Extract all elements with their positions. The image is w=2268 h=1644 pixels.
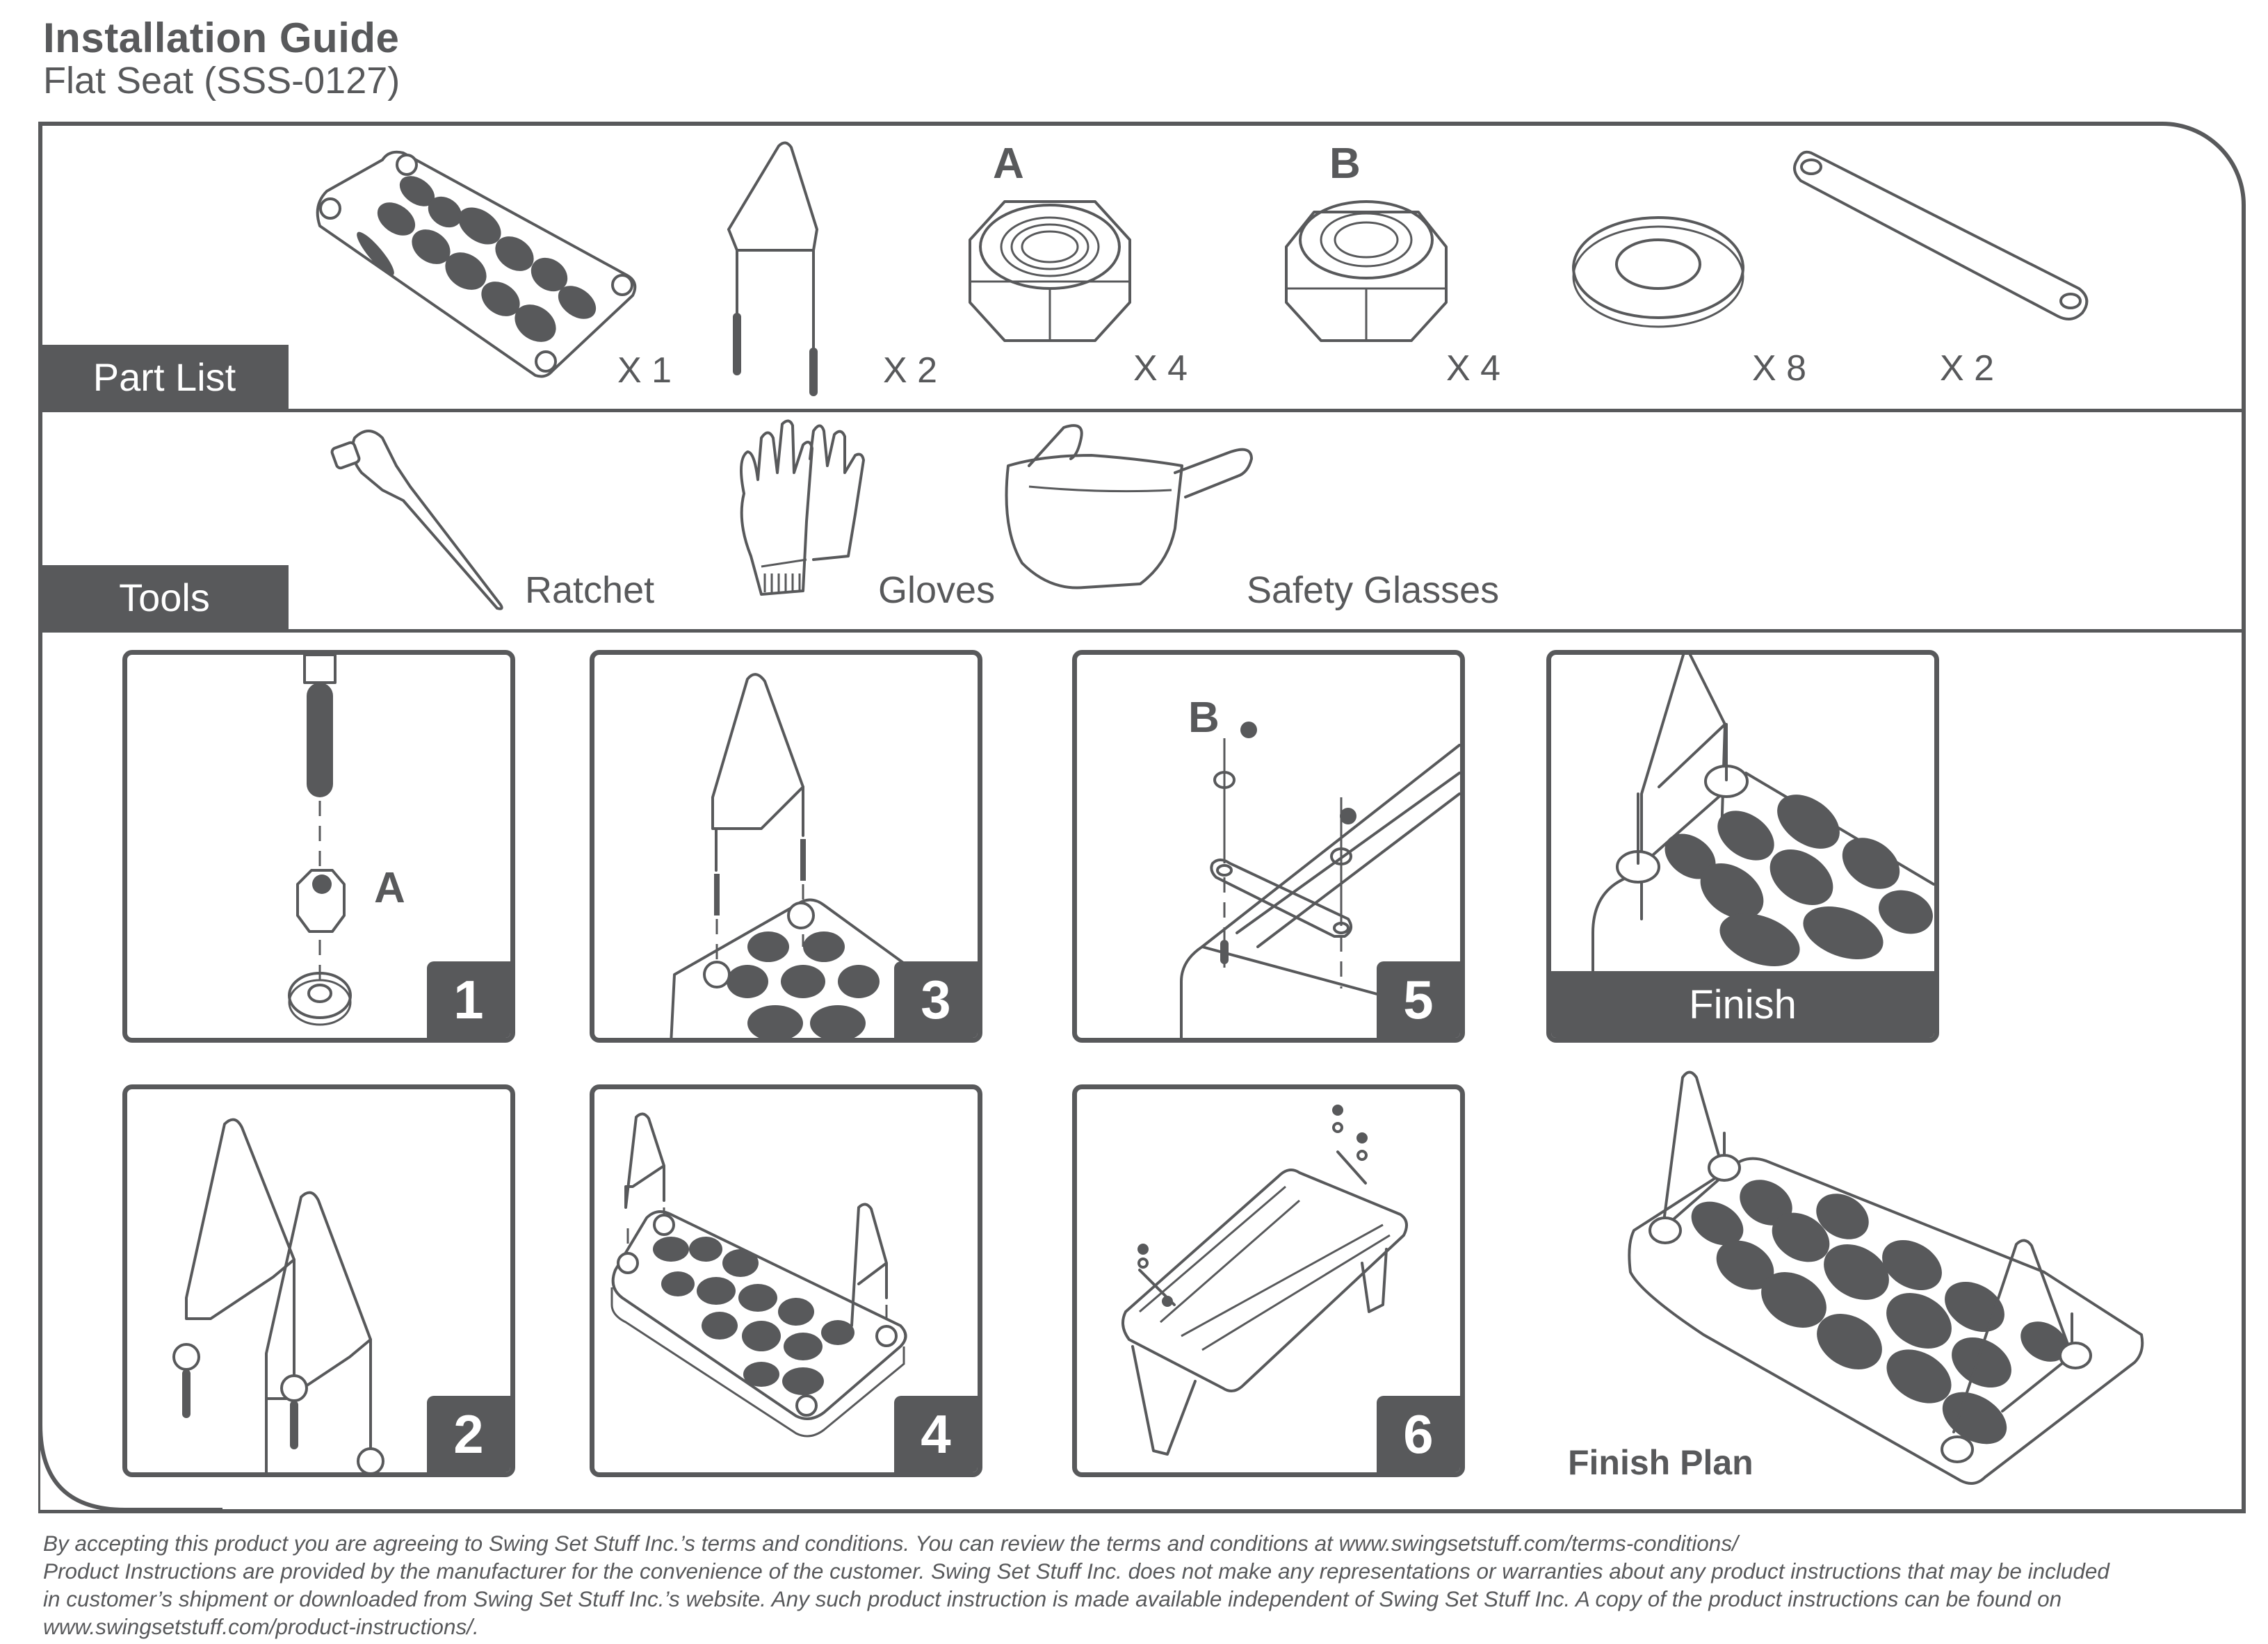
hex-nut-icon	[969, 200, 1131, 342]
step-6-number: 6	[1377, 1396, 1460, 1472]
finish-panel: Finish	[1546, 650, 1939, 1043]
nut-a-quantity: X 4	[1133, 348, 1188, 389]
nut-b-quantity: X 4	[1446, 348, 1501, 389]
strap-quantity: X 2	[1940, 348, 1995, 389]
step-1-number: 1	[427, 961, 510, 1038]
footer-line-url: www.swingsetstuff.com/product-instructio…	[43, 1614, 479, 1639]
footer-line-terms: By accepting this product you are agreei…	[43, 1531, 1738, 1556]
gloves-label: Gloves	[878, 569, 996, 611]
finish-illustration	[1591, 655, 1934, 976]
triangle-bracket-icon	[727, 141, 818, 396]
step-3-illustration	[670, 673, 978, 1038]
finish-plan-illustration	[1628, 1071, 2144, 1485]
step-3-panel: 3	[590, 650, 982, 1043]
page-subtitle: Flat Seat (SSS-0127)	[43, 60, 400, 101]
finish-plan-label: Finish Plan	[1568, 1443, 1753, 1482]
step-6-panel: 6	[1072, 1084, 1465, 1477]
step-1-panel: A 1	[122, 650, 515, 1043]
nut-a-letter: A	[993, 140, 1024, 188]
step-2-panel: 2	[122, 1084, 515, 1477]
swing-seat-icon	[316, 150, 637, 378]
step-5-number: 5	[1377, 961, 1460, 1038]
step-1-nut-letter: A	[374, 864, 405, 912]
step-3-number: 3	[894, 961, 978, 1038]
footer-disclaimer: By accepting this product you are agreei…	[43, 1529, 2240, 1641]
washer-icon	[1572, 216, 1744, 328]
footer-line-shipment: in customer’s shipment or downloaded fro…	[43, 1586, 2062, 1611]
step-4-panel: 4	[590, 1084, 982, 1477]
step-5-illustration	[1180, 722, 1460, 1038]
footer-line-instructions: Product Instructions are provided by the…	[43, 1558, 2109, 1584]
safety-glasses-icon	[1005, 424, 1253, 589]
bracket-quantity: X 2	[883, 350, 938, 391]
outer-frame	[38, 122, 2246, 1513]
safety-glasses-label: Safety Glasses	[1247, 569, 1500, 611]
part-list-label: Part List	[40, 345, 289, 409]
step-2-number: 2	[427, 1396, 510, 1472]
strap-plate-icon	[1793, 150, 2089, 320]
washer-quantity: X 8	[1752, 348, 1807, 389]
step-4-number: 4	[894, 1396, 978, 1472]
nut-b-letter: B	[1329, 140, 1361, 188]
step-5-nut-letter: B	[1188, 694, 1220, 742]
part-list-divider	[40, 409, 2244, 412]
lock-nut-icon	[1285, 200, 1448, 342]
step-5-panel: B 5	[1072, 650, 1465, 1043]
tools-divider	[40, 629, 2244, 633]
ratchet-icon	[330, 430, 503, 610]
gloves-icon	[740, 419, 865, 596]
step-6-illustration	[1121, 1105, 1408, 1456]
tools-label: Tools	[40, 565, 289, 629]
step-4-illustration	[610, 1112, 907, 1438]
page-title: Installation Guide	[43, 15, 400, 61]
seat-quantity: X 1	[617, 350, 672, 391]
finish-label: Finish	[1551, 971, 1934, 1038]
step-2-illustration	[172, 1118, 384, 1472]
step-1-illustration	[288, 655, 352, 1026]
ratchet-label: Ratchet	[525, 569, 655, 611]
